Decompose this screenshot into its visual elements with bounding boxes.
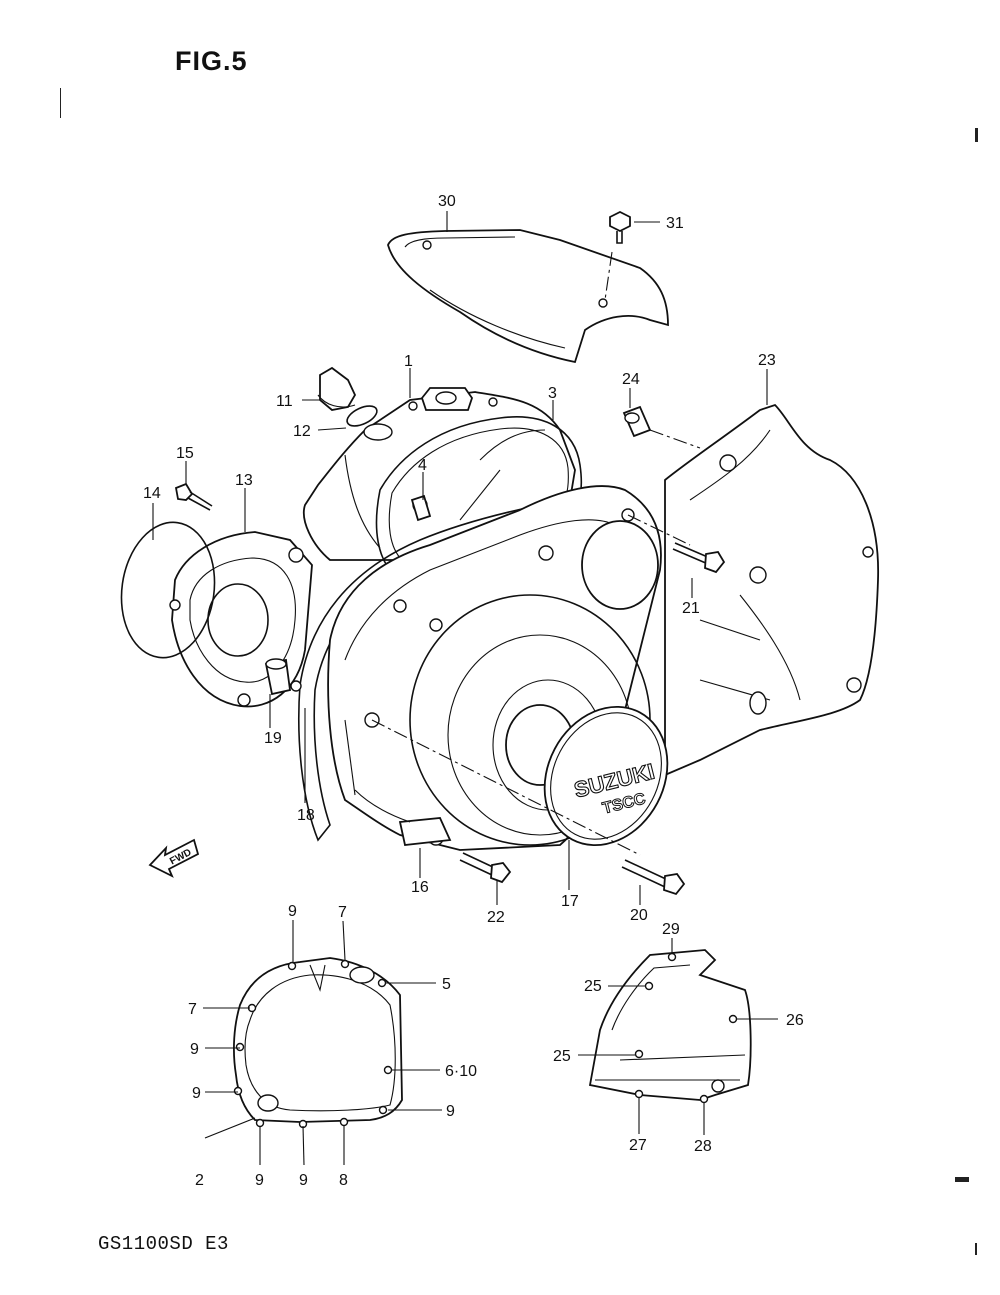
- callout-29: 29: [662, 921, 680, 938]
- part-2-inner-cover: [233, 957, 403, 1129]
- forward-direction-arrow: FWD: [148, 838, 200, 878]
- fwd-label: FWD: [168, 847, 193, 867]
- part-30-top-cover: [387, 229, 669, 364]
- callout-16: 16: [411, 879, 429, 896]
- callout-3: 3: [548, 385, 557, 402]
- model-code: GS1100SD E3: [98, 1233, 229, 1255]
- callout-24: 24: [622, 371, 640, 388]
- part-23-generator-cover: [664, 403, 879, 777]
- callout-7-left: 7: [188, 1001, 197, 1018]
- callout-13: 13: [235, 472, 253, 489]
- callout-9-bottom-a: 9: [255, 1172, 264, 1189]
- callout-9-bottom-b: 9: [299, 1172, 308, 1189]
- callout-15: 15: [176, 445, 194, 462]
- callout-2: 2: [195, 1172, 204, 1189]
- callout-5: 5: [442, 976, 451, 993]
- callout-1: 1: [404, 353, 413, 370]
- callout-26: 26: [786, 1012, 804, 1029]
- part-31-bolt: [609, 210, 631, 244]
- callout-18: 18: [297, 807, 315, 824]
- assembly-leader-20: [371, 719, 641, 856]
- callout-11: 11: [276, 393, 293, 410]
- callout-25-bottom: 25: [553, 1048, 571, 1065]
- callout-22: 22: [487, 909, 505, 926]
- scan-marks: [60, 88, 978, 1255]
- callout-labels: 30 31 1 3 23 24 11 12 15 13 14 4 21 19 1…: [143, 193, 804, 1189]
- figure-title: FIG.5: [175, 46, 248, 76]
- callout-31: 31: [666, 215, 684, 232]
- callout-25-top: 25: [584, 978, 602, 995]
- callout-9-lower-left: 9: [192, 1085, 201, 1102]
- part-15-bolt: [174, 482, 213, 511]
- part-24-dowel: [622, 405, 701, 449]
- callout-20: 20: [630, 907, 648, 924]
- part-11-oil-filler-cap: [317, 366, 357, 411]
- part-17-badge-cover: SUZUKI TSCC: [543, 705, 669, 847]
- callout-27: 27: [629, 1137, 647, 1154]
- callout-6-10: 6·10: [445, 1063, 477, 1080]
- callout-8: 8: [339, 1172, 348, 1189]
- callout-9-left: 9: [190, 1041, 199, 1058]
- part-4-dowel-pin: [410, 494, 432, 522]
- callout-14: 14: [143, 485, 161, 502]
- part-21-bolt: [672, 542, 726, 574]
- callout-19: 19: [264, 730, 282, 747]
- part-19-dowel: [264, 658, 292, 696]
- part-20-bolt: [621, 859, 686, 896]
- callout-30: 30: [438, 193, 456, 210]
- part-12-o-ring: [346, 405, 378, 427]
- callout-9-top: 9: [288, 903, 297, 920]
- callout-9-right: 9: [446, 1103, 455, 1120]
- callout-23: 23: [758, 352, 776, 369]
- leader-lines: [152, 211, 778, 1166]
- callout-21: 21: [682, 600, 700, 617]
- part-13-cover: [169, 531, 313, 708]
- part-23-inner-cover: [588, 949, 752, 1104]
- callout-12: 12: [293, 423, 311, 440]
- callout-4: 4: [418, 457, 427, 474]
- part-14-gasket-ring: [120, 521, 216, 659]
- part-22-bolt: [459, 852, 512, 884]
- callout-17: 17: [561, 893, 579, 910]
- assembly-leader-21: [627, 514, 691, 546]
- callout-7-top: 7: [338, 904, 347, 921]
- callout-28: 28: [694, 1138, 712, 1155]
